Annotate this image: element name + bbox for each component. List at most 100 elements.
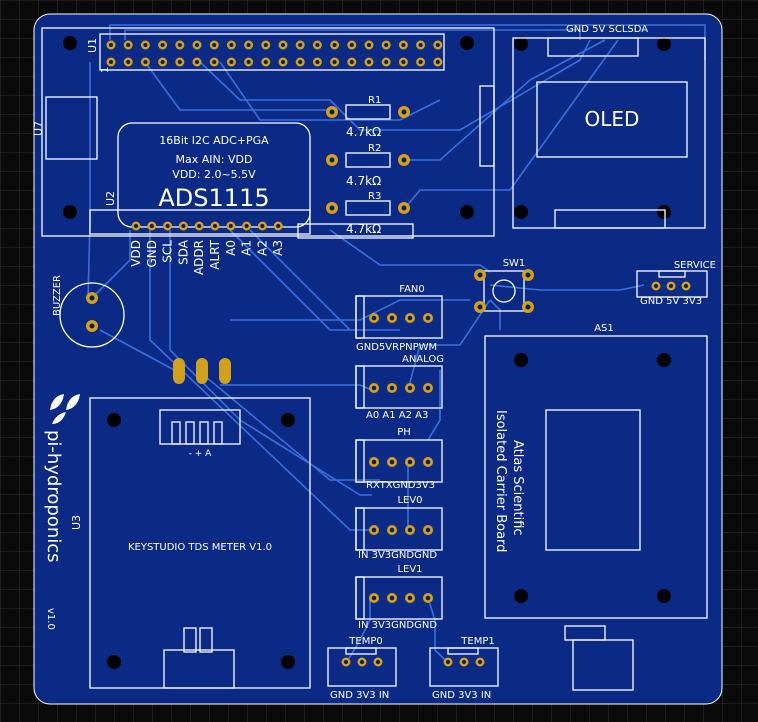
u1-pin-pad bbox=[364, 40, 374, 50]
atlas-line-1: Atlas Scientific bbox=[510, 440, 525, 536]
u1-pin-pad bbox=[416, 40, 426, 50]
analog-pin-pad bbox=[423, 383, 433, 393]
ads-pin-label: ALRT bbox=[208, 239, 222, 269]
u1-pin-pad bbox=[192, 57, 202, 67]
service-connector bbox=[636, 270, 708, 298]
lev0-label: LEV0 bbox=[397, 495, 422, 506]
tds-label: KEYSTUDIO TDS METER V1.0 bbox=[128, 542, 272, 553]
ads-pin-pad bbox=[226, 221, 236, 231]
u1-pin-pad bbox=[209, 40, 219, 50]
ads-pin-pad bbox=[257, 221, 267, 231]
u1-pin-pad bbox=[123, 40, 133, 50]
u1-pin-pad bbox=[106, 57, 116, 67]
ads-pin-pad bbox=[273, 221, 283, 231]
pcb-board bbox=[33, 13, 723, 705]
u1-pin-pad bbox=[398, 57, 408, 67]
u1-pin-pad bbox=[347, 40, 357, 50]
u1-pin-pad bbox=[347, 57, 357, 67]
side-component-outline bbox=[479, 85, 495, 167]
ads-description-2: Max AIN: VDD bbox=[176, 153, 253, 166]
service-pin-labels: GND 5V 3V3 bbox=[640, 296, 702, 307]
fan0-label: FAN0 bbox=[399, 284, 425, 295]
analog-pin-labels: A0 A1 A2 A3 bbox=[366, 410, 428, 421]
u1-pin-pad bbox=[398, 40, 408, 50]
u1-pin-pad bbox=[192, 40, 202, 50]
ads-pin-label: VDD bbox=[129, 240, 143, 267]
u1-pin-pad bbox=[175, 57, 185, 67]
u1-ref: U1 bbox=[86, 38, 99, 53]
u1-pin-pad bbox=[330, 57, 340, 67]
u1-pin-pad bbox=[140, 40, 150, 50]
lev1-pin-labels: IN 3V3GNDGND bbox=[358, 620, 437, 631]
mounting-holes bbox=[63, 36, 671, 669]
tds-meter-module bbox=[89, 397, 311, 689]
oled-label: OLED bbox=[585, 107, 640, 131]
ads-pin-pad bbox=[131, 221, 141, 231]
u1-pin-pad bbox=[158, 40, 168, 50]
ads-pin-pad bbox=[242, 221, 252, 231]
connector-lev1 bbox=[355, 576, 443, 620]
u1-pin-pad bbox=[416, 57, 426, 67]
service-label: SERVICE bbox=[674, 260, 716, 271]
r1-ref: R1 bbox=[368, 95, 381, 106]
u1-pin-pad bbox=[433, 40, 443, 50]
temp0-pin-pad bbox=[373, 657, 383, 667]
ph-pin-pad bbox=[369, 457, 379, 467]
switch-sw1 bbox=[474, 269, 534, 313]
temp0-pin-labels: GND 3V3 IN bbox=[330, 690, 389, 701]
ads-pin-pad bbox=[178, 221, 188, 231]
connector-temp0 bbox=[327, 647, 397, 687]
ads-pin-label: A3 bbox=[271, 240, 285, 256]
u1-pin-pad bbox=[158, 57, 168, 67]
ads-pin-pad bbox=[163, 221, 173, 231]
connector-ph bbox=[355, 439, 443, 483]
lev0-pin-pad bbox=[387, 525, 397, 535]
lev1-label: LEV1 bbox=[397, 564, 422, 575]
r1-value: 4.7kΩ bbox=[346, 125, 381, 139]
ads-pin-label: SCL bbox=[161, 240, 175, 263]
lev0-pin-pad bbox=[369, 525, 379, 535]
u3-ref: U3 bbox=[70, 515, 83, 530]
temp1-pin-labels: GND 3V3 IN bbox=[432, 690, 491, 701]
u1-pin-pad bbox=[226, 40, 236, 50]
temp1-pin-pad bbox=[475, 657, 485, 667]
u1-pin-pad bbox=[295, 57, 305, 67]
u1-pin-pad bbox=[175, 40, 185, 50]
connector-fan0 bbox=[355, 295, 443, 339]
u1-pin-pad bbox=[364, 57, 374, 67]
ph-label: PH bbox=[397, 427, 411, 438]
lev0-pin-labels: IN 3V3GNDGND bbox=[358, 550, 437, 561]
sw1-label: SW1 bbox=[503, 258, 526, 269]
ph-pin-pad bbox=[423, 457, 433, 467]
oled-pin-labels: GND 5V SCLSDA bbox=[566, 24, 648, 35]
temp0-pin-pad bbox=[357, 657, 367, 667]
ads-pin-label: A0 bbox=[224, 240, 238, 256]
ads-description-3: VDD: 2.0~5.5V bbox=[172, 168, 256, 181]
u1-pin-pad bbox=[244, 40, 254, 50]
connector-lev0 bbox=[355, 507, 443, 551]
u1-pin-pad bbox=[106, 40, 116, 50]
u2-small-outline bbox=[297, 223, 414, 239]
resistor-r2 bbox=[326, 152, 410, 168]
service-pin-pad bbox=[681, 281, 691, 291]
fan0-pin-pad bbox=[369, 313, 379, 323]
u1-pin-pad bbox=[123, 57, 133, 67]
buzzer bbox=[59, 282, 125, 348]
atlas-carrier-board bbox=[484, 335, 708, 691]
fan0-pin-pad bbox=[387, 313, 397, 323]
analog-pin-pad bbox=[405, 383, 415, 393]
u7-ref: U7 bbox=[32, 121, 45, 136]
resistor-r1 bbox=[326, 104, 410, 120]
u1-pin-pad bbox=[381, 40, 391, 50]
u1-pin-pad bbox=[312, 40, 322, 50]
ph-pin-pad bbox=[387, 457, 397, 467]
ads-pin-pad bbox=[210, 221, 220, 231]
lev1-pin-pad bbox=[423, 593, 433, 603]
temp0-label: TEMP0 bbox=[348, 636, 382, 647]
u1-pin-pad bbox=[312, 57, 322, 67]
lev1-pin-pad bbox=[405, 593, 415, 603]
u1-pin-pad bbox=[381, 57, 391, 67]
connector-analog bbox=[355, 365, 443, 409]
analog-pin-pad bbox=[369, 383, 379, 393]
